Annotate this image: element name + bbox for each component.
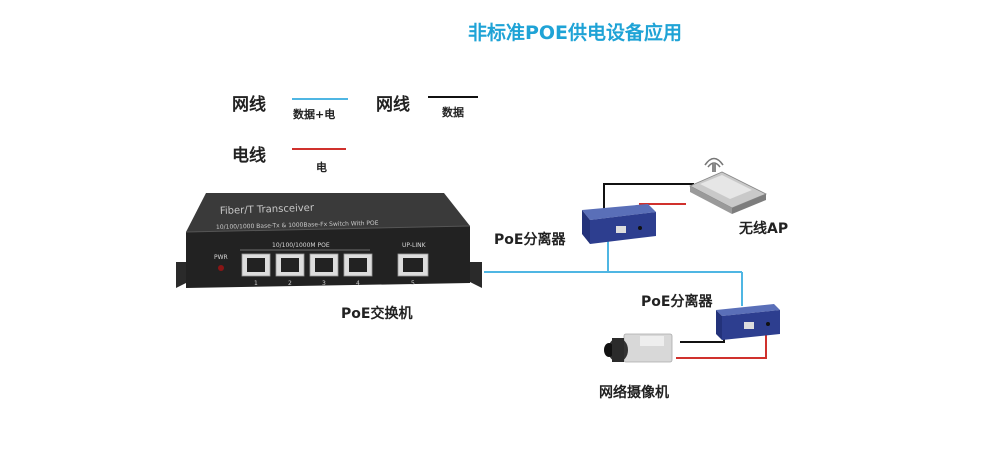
- switch-spec-text: 10/100/1000 Base-Tx & 1000Base-Fx Switch…: [216, 220, 379, 231]
- poe-cables: [484, 240, 743, 306]
- bottom-power-cable: [676, 334, 767, 359]
- switch-model-text: Fiber/T Transceiver: [220, 203, 315, 217]
- legend-power-label: 电线: [232, 146, 266, 166]
- switch-ports: [241, 253, 429, 277]
- switch-uplink-label: UP-LINK: [402, 242, 427, 249]
- port-number-5: 5: [411, 280, 415, 287]
- switch-pwr-label: PWR: [214, 254, 228, 261]
- camera-label: 网络摄像机: [599, 385, 669, 401]
- top-splitter-label: PoE分离器: [494, 232, 566, 248]
- diagram-title: 非标准POE供电设备应用: [467, 22, 683, 44]
- wifi-signal-icon: [704, 157, 724, 166]
- port-number-2: 2: [288, 280, 292, 287]
- legend-net1-caption: 数据+电: [293, 108, 336, 121]
- top-splitter-device: [582, 204, 656, 244]
- poe-switch: Fiber/T Transceiver 10/100/1000 Base-Tx …: [176, 193, 482, 288]
- legend-net2-caption: 数据: [442, 106, 464, 119]
- legend-power-caption: 电: [316, 161, 327, 174]
- port-number-3: 3: [322, 280, 326, 287]
- bottom-splitter-device: [716, 304, 780, 340]
- bottom-splitter-label: PoE分离器: [641, 294, 713, 310]
- port-number-1: 1: [254, 280, 258, 287]
- pwr-led-icon: [218, 265, 224, 271]
- ap-label: 无线AP: [739, 221, 789, 237]
- legend-net1-label: 网线: [232, 95, 266, 115]
- switch-label: PoE交换机: [341, 306, 413, 322]
- wireless-ap-device: [689, 157, 767, 214]
- legend-net2-label: 网线: [376, 95, 410, 115]
- switch-poe-group: 10/100/1000M POE: [272, 242, 330, 249]
- port-number-4: 4: [356, 280, 360, 287]
- network-camera-device: [604, 333, 673, 363]
- top-data-cable: [603, 183, 694, 212]
